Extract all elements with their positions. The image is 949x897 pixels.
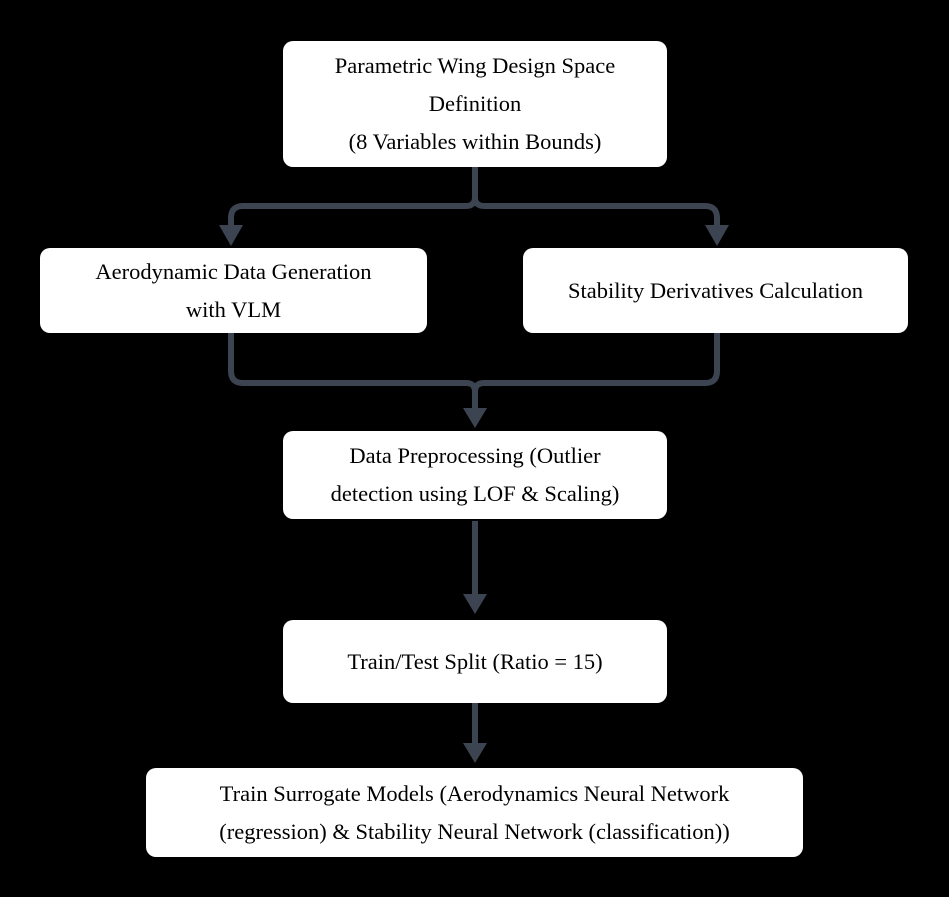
node-label-line: Train Surrogate Models (Aerodynamics Neu… [219, 780, 730, 806]
node-label-line: Aerodynamic Data Generation [95, 258, 372, 284]
node-label-line: Definition [428, 91, 522, 116]
node-train-test-split: Train/Test Split (Ratio = 15) [283, 620, 667, 703]
node-label-line: (regression) & Stability Neural Network … [219, 818, 730, 844]
arrowhead-to-aero [219, 225, 243, 246]
node-data-preprocessing: Data Preprocessing (Outlier detection us… [283, 431, 667, 519]
edge-design-to-stability [472, 196, 720, 227]
node-label-line: Data Preprocessing (Outlier [349, 443, 601, 468]
node-train-surrogate-models: Train Surrogate Models (Aerodynamics Neu… [146, 768, 803, 857]
node-label-line: Parametric Wing Design Space [334, 53, 616, 78]
edge-aero-to-preprocessing [228, 333, 478, 410]
node-label-line: (8 Variables within Bounds) [348, 129, 602, 154]
node-label-line: with VLM [185, 296, 282, 322]
node-label-line: Stability Derivatives Calculation [568, 277, 863, 303]
node-aero-data-generation: Aerodynamic Data Generation with VLM [40, 248, 427, 333]
arrowhead-to-preprocessing [463, 408, 487, 428]
arrowhead-to-train [463, 743, 487, 763]
node-label-line: Train/Test Split (Ratio = 15) [347, 648, 603, 674]
edge-stability-to-preprocessing [472, 333, 720, 393]
arrowhead-to-stability [705, 225, 729, 246]
arrowhead-to-split [463, 594, 487, 614]
node-stability-derivatives: Stability Derivatives Calculation [523, 248, 908, 333]
edge-design-to-aero [228, 167, 478, 227]
node-label-line: detection using LOF & Scaling) [330, 481, 620, 506]
node-design-space: Parametric Wing Design Space Definition … [283, 41, 667, 167]
